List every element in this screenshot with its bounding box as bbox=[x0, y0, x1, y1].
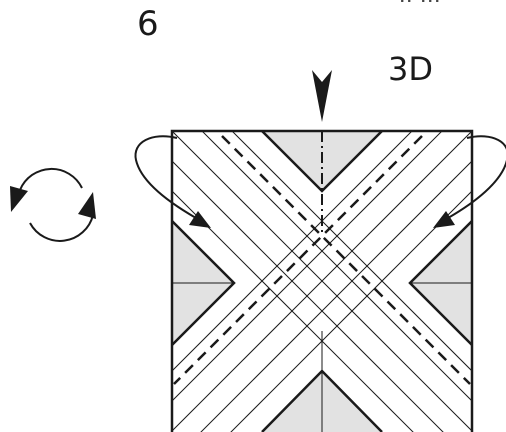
valley-fold bbox=[173, 135, 423, 385]
step-number: 6 bbox=[137, 4, 159, 44]
crease-line bbox=[172, 131, 472, 432]
curved-fold-arrow-left-icon bbox=[134, 135, 211, 228]
crease-line bbox=[172, 131, 413, 372]
curved-fold-arrow-right-icon bbox=[433, 135, 506, 228]
push-down-arrow-icon bbox=[312, 70, 332, 122]
crease-line bbox=[230, 190, 472, 432]
crease-line bbox=[201, 131, 472, 402]
rotate-arrows-icon bbox=[10, 167, 96, 242]
step-3d-label: 3D bbox=[388, 50, 433, 88]
cropped-top-text: ~~~~ .. ... bbox=[318, 0, 441, 8]
right-v-edge bbox=[408, 220, 473, 346]
top-v-edge bbox=[261, 130, 383, 193]
crease-line bbox=[172, 131, 443, 402]
valley-fold bbox=[221, 135, 471, 385]
crease-line bbox=[172, 190, 414, 432]
thin-creases bbox=[172, 131, 472, 432]
bold-edges bbox=[170, 129, 474, 432]
crease-line bbox=[200, 160, 472, 432]
crease-line bbox=[172, 160, 444, 432]
bottom-v-edge bbox=[261, 369, 383, 432]
left-v-edge bbox=[171, 220, 236, 346]
crease-line bbox=[231, 131, 472, 372]
valley-folds bbox=[173, 135, 471, 385]
